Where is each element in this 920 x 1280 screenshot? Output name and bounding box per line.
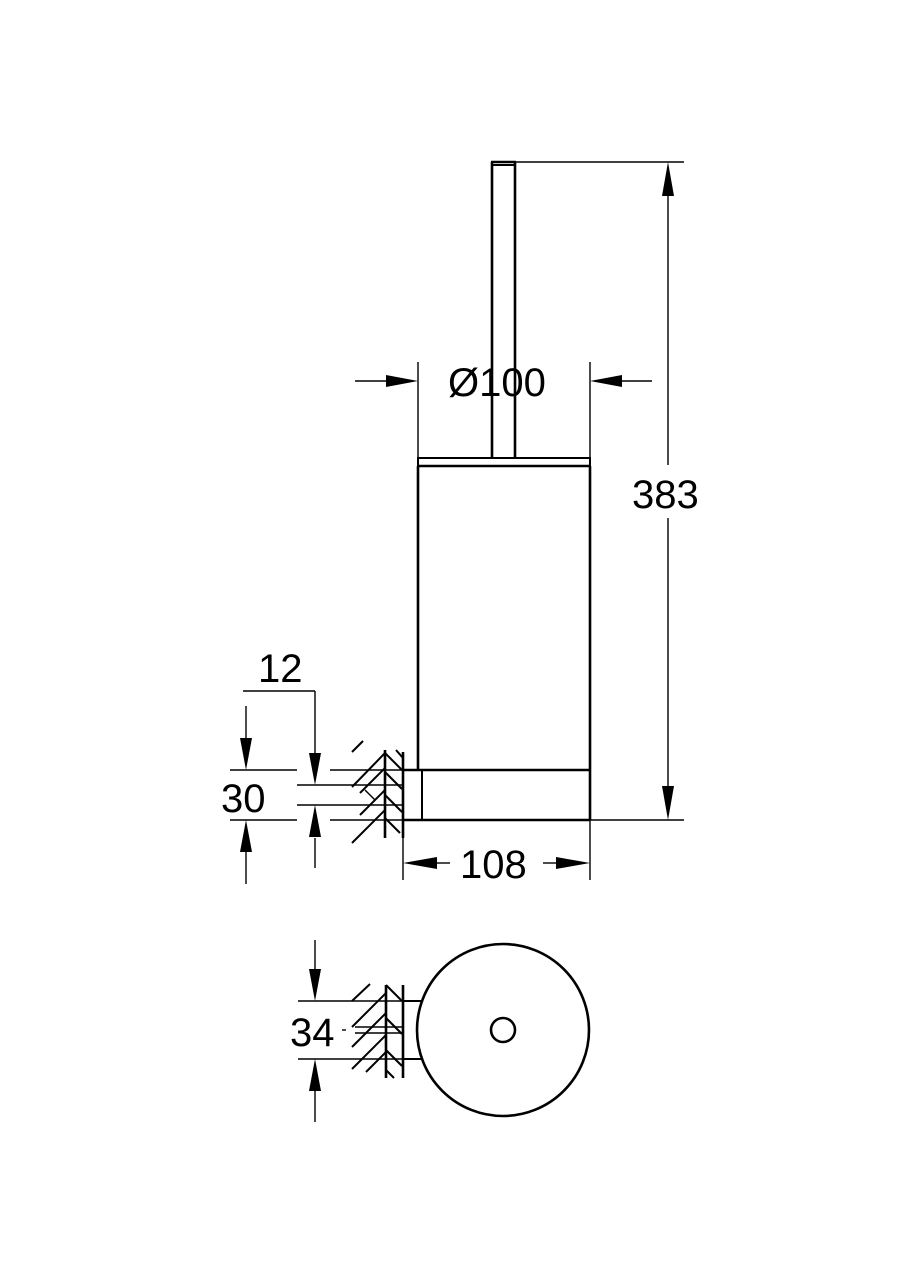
bracket-offset-label: 12 (258, 647, 303, 691)
brush-handle-circle (489, 1016, 517, 1044)
container-outline-circle (415, 942, 591, 1118)
wall-hatch (351, 740, 404, 844)
bracket-height-dimension: 30 (221, 706, 403, 884)
top-wall-hatch (351, 983, 403, 1079)
container-body (416, 466, 592, 820)
wall-holder-base (401, 752, 590, 838)
depth-dimension: 108 (402, 820, 591, 887)
bracket-height-label: 30 (221, 777, 266, 821)
depth-label: 108 (460, 843, 527, 887)
height-dimension: 383 (516, 161, 699, 821)
top-view: 34 (290, 940, 591, 1122)
bracket-width-label: 34 (290, 1011, 335, 1055)
front-view: Ø100 383 108 (221, 160, 699, 887)
brush-handle (490, 160, 517, 458)
bracket-width-dimension: 34 (290, 940, 403, 1122)
bracket-offset-dimension: 12 (243, 647, 355, 868)
diameter-label: Ø100 (448, 361, 546, 405)
diameter-dimension: Ø100 (355, 361, 652, 458)
height-label: 383 (632, 473, 699, 517)
container-lid (417, 457, 591, 468)
